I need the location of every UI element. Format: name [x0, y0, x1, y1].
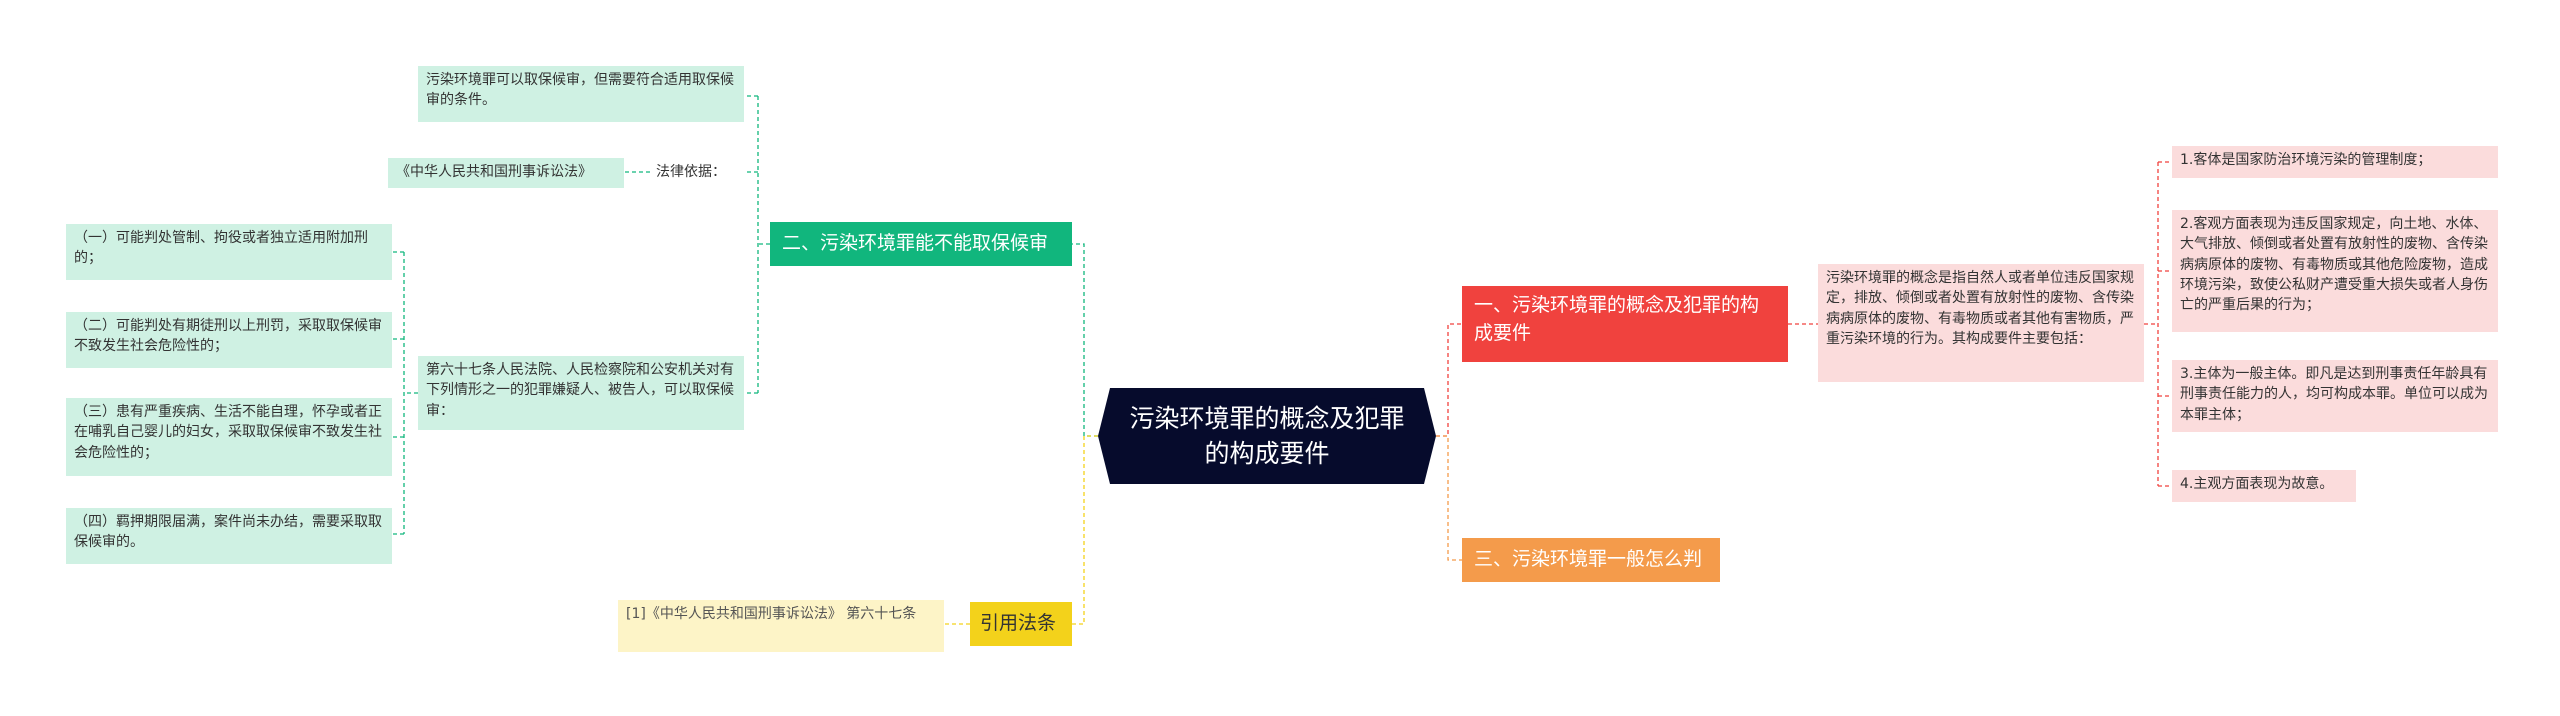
branch-bail-label: 二、污染环境罪能不能取保候审 — [782, 232, 1049, 255]
element-item[interactable]: 1.客体是国家防治环境污染的管理制度； — [2172, 146, 2498, 178]
concept-summary-text: 污染环境罪的概念是指自然人或者单位违反国家规定，排放、倾倒或者处置有放射性的废物… — [1826, 270, 2134, 347]
element-item-text: 1.客体是国家防治环境污染的管理制度； — [2180, 152, 2432, 168]
branch-citation-label: 引用法条 — [980, 612, 1057, 635]
connector-branch2-children — [744, 95, 770, 394]
connector-article-conditions — [392, 251, 418, 535]
branch-concept-elements-label: 一、污染环境罪的概念及犯罪的构成要件 — [1474, 294, 1760, 344]
bail-note[interactable]: 污染环境罪可以取保候审，但需要符合适用取保候审的条件。 — [418, 66, 744, 122]
bail-note-text: 污染环境罪可以取保候审，但需要符合适用取保候审的条件。 — [426, 72, 734, 109]
element-item-text: 2.客观方面表现为违反国家规定，向土地、水体、大气排放、倾倒或者处置有放射性的废… — [2180, 216, 2488, 314]
bail-condition-text: （四）羁押期限届满，案件尚未办结，需要采取取保候审的。 — [74, 514, 382, 551]
bail-condition[interactable]: （三）患有严重疾病、生活不能自理，怀孕或者正在哺乳自己婴儿的妇女，采取取保候审不… — [66, 398, 392, 476]
branch-concept-elements[interactable]: 一、污染环境罪的概念及犯罪的构成要件 — [1462, 286, 1788, 362]
law-name[interactable]: 《中华人民共和国刑事诉讼法》 — [388, 158, 624, 188]
connector-center-branch3 — [1436, 435, 1462, 561]
citation-ref-text: [1]《中华人民共和国刑事诉讼法》 第六十七条 — [626, 606, 917, 622]
branch-sentencing-label: 三、污染环境罪一般怎么判 — [1474, 548, 1703, 571]
bail-condition[interactable]: （二）可能判处有期徒刑以上刑罚，采取取保候审不致发生社会危险性的； — [66, 312, 392, 368]
bail-condition[interactable]: （四）羁押期限届满，案件尚未办结，需要采取取保候审的。 — [66, 508, 392, 564]
article-67[interactable]: 第六十七条人民法院、人民检察院和公安机关对有下列情形之一的犯罪嫌疑人、被告人，可… — [418, 356, 744, 430]
central-topic-label: 污染环境罪的概念及犯罪的构成要件 — [1129, 404, 1405, 468]
element-item-text: 3.主体为一般主体。即凡是达到刑事责任年龄具有刑事责任能力的人，均可构成本罪。单… — [2180, 366, 2488, 423]
element-item[interactable]: 2.客观方面表现为违反国家规定，向土地、水体、大气排放、倾倒或者处置有放射性的废… — [2172, 210, 2498, 332]
bail-condition-text: （三）患有严重疾病、生活不能自理，怀孕或者正在哺乳自己婴儿的妇女，采取取保候审不… — [74, 404, 382, 461]
article-67-text: 第六十七条人民法院、人民检察院和公安机关对有下列情形之一的犯罪嫌疑人、被告人，可… — [426, 362, 734, 419]
bail-condition-text: （一）可能判处管制、拘役或者独立适用附加刑的； — [74, 230, 368, 267]
connector-center-branch2 — [1072, 243, 1098, 437]
element-item[interactable]: 4.主观方面表现为故意。 — [2172, 470, 2356, 502]
bail-condition-text: （二）可能判处有期徒刑以上刑罚，采取取保候审不致发生社会危险性的； — [74, 318, 382, 355]
element-item[interactable]: 3.主体为一般主体。即凡是达到刑事责任年龄具有刑事责任能力的人，均可构成本罪。单… — [2172, 360, 2498, 432]
law-basis-label-text: 法律依据： — [656, 164, 726, 180]
law-name-text: 《中华人民共和国刑事诉讼法》 — [396, 164, 592, 180]
element-item-text: 4.主观方面表现为故意。 — [2180, 476, 2334, 492]
connector-summary-items — [2144, 161, 2172, 487]
connector-center-branch1 — [1436, 323, 1462, 437]
branch-sentencing[interactable]: 三、污染环境罪一般怎么判 — [1462, 538, 1720, 582]
concept-summary[interactable]: 污染环境罪的概念是指自然人或者单位违反国家规定，排放、倾倒或者处置有放射性的废物… — [1818, 264, 2144, 382]
bail-condition[interactable]: （一）可能判处管制、拘役或者独立适用附加刑的； — [66, 224, 392, 280]
connector-center-citation — [1072, 435, 1098, 625]
law-basis-label[interactable]: 法律依据： — [650, 158, 744, 188]
branch-citation[interactable]: 引用法条 — [970, 602, 1072, 646]
branch-bail[interactable]: 二、污染环境罪能不能取保候审 — [770, 222, 1072, 266]
citation-ref[interactable]: [1]《中华人民共和国刑事诉讼法》 第六十七条 — [618, 600, 944, 652]
central-topic[interactable]: 污染环境罪的概念及犯罪的构成要件 — [1098, 388, 1436, 484]
